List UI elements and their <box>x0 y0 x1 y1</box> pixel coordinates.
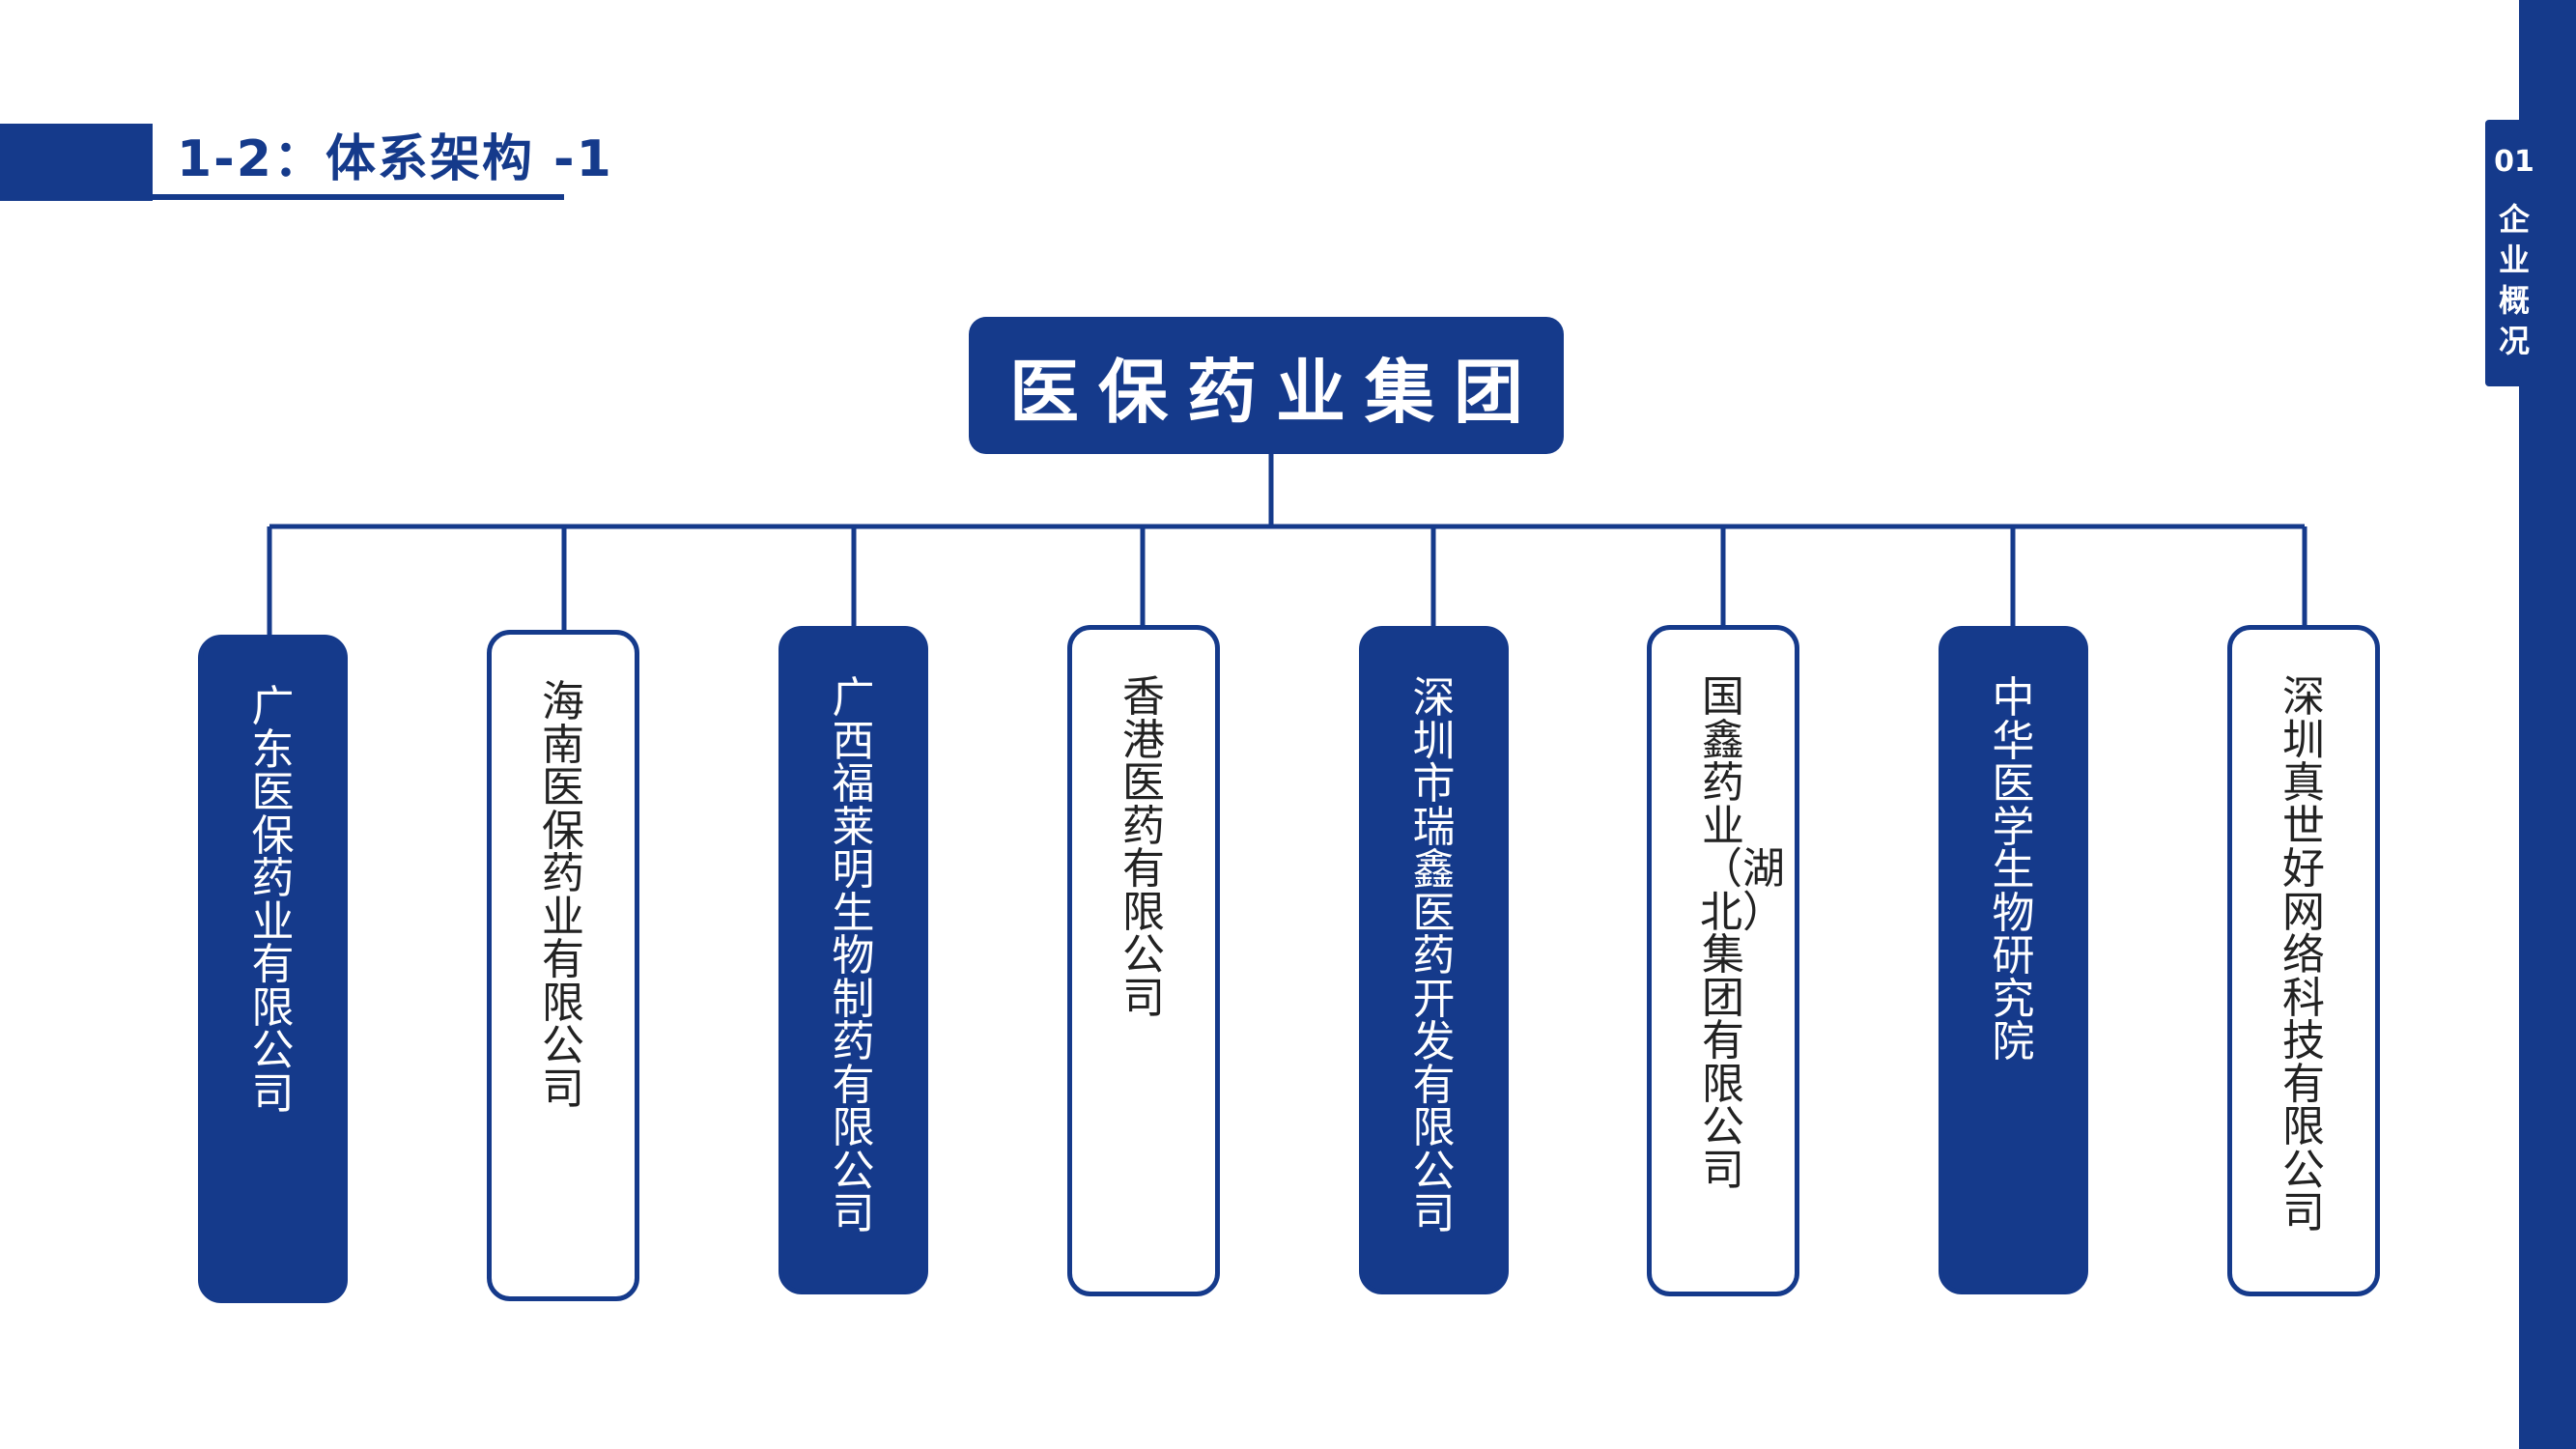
org-root-node: 医保药业集团 <box>969 317 1564 454</box>
org-root-label: 医保药业集团 <box>1008 351 1543 433</box>
org-child-node: 香港医药有限公司 <box>1067 625 1220 1296</box>
org-child-label: 中华医学生物研究院 <box>1992 673 2035 1066</box>
org-child-label: 广东医保药业有限公司 <box>251 682 295 1119</box>
side-nav-tab[interactable]: 01 企业概况 <box>2485 120 2543 386</box>
org-child-node: 广西福莱明生物制药有限公司 <box>778 626 928 1294</box>
org-child-node: 深圳市瑞鑫医药开发有限公司 <box>1359 626 1509 1294</box>
side-nav-label: 企业概况 <box>2499 201 2531 359</box>
page-title: 1-2：体系架构 -1 <box>177 130 613 188</box>
org-child-node: 中华医学生物研究院 <box>1939 626 2088 1294</box>
org-child-node: 深圳真世好网络科技有限公司 <box>2227 625 2380 1296</box>
title-underline <box>153 194 564 200</box>
org-child-label: 国鑫药业（湖北）集团有限公司 <box>1700 672 1785 1195</box>
side-nav-number: 01 <box>2494 145 2534 179</box>
org-child-node: 海南医保药业有限公司 <box>487 630 639 1301</box>
org-child-label: 深圳真世好网络科技有限公司 <box>2282 672 2325 1237</box>
org-child-label: 广西福莱明生物制药有限公司 <box>832 673 875 1238</box>
header-accent-bar <box>0 124 153 201</box>
org-child-label: 香港医药有限公司 <box>1122 672 1165 1023</box>
org-child-label: 深圳市瑞鑫医药开发有限公司 <box>1412 673 1456 1238</box>
org-child-node: 国鑫药业（湖北）集团有限公司 <box>1647 625 1799 1296</box>
org-child-label: 海南医保药业有限公司 <box>542 677 584 1114</box>
org-child-node: 广东医保药业有限公司 <box>198 635 348 1303</box>
